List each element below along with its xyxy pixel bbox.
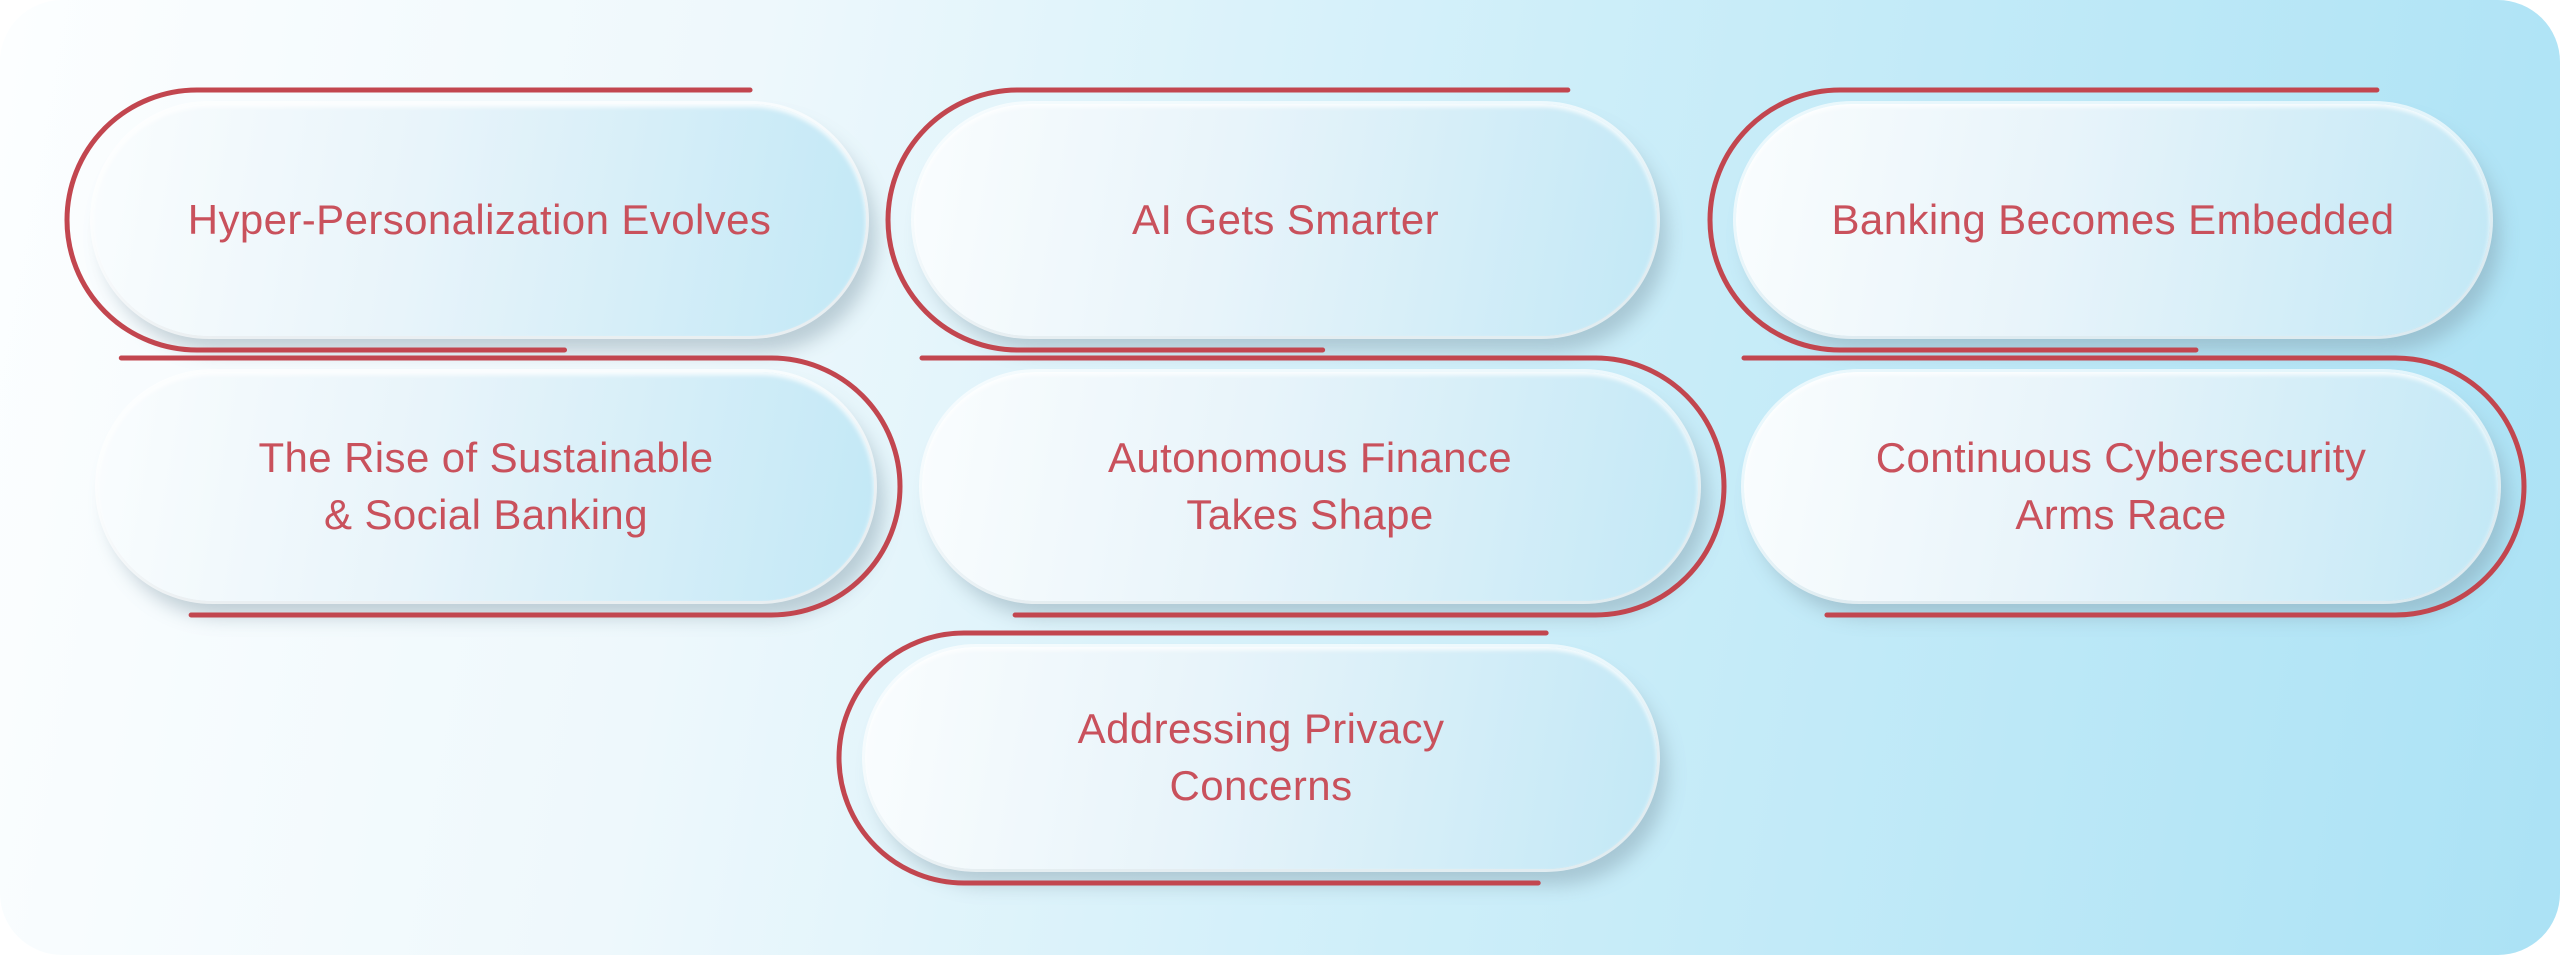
card-sustainable-social-banking: The Rise of Sustainable & Social Banking bbox=[98, 355, 903, 618]
pill-label: The Rise of Sustainable & Social Banking bbox=[258, 433, 714, 538]
pill: Autonomous Finance Takes Shape bbox=[922, 372, 1698, 601]
pill: The Rise of Sustainable & Social Banking bbox=[98, 372, 874, 601]
pill-label: Addressing Privacy Concerns bbox=[1077, 705, 1445, 809]
pill: AI Gets Smarter bbox=[914, 104, 1657, 336]
pill-label: Banking Becomes Embedded bbox=[1831, 195, 2395, 243]
pill: Continuous Cybersecurity Arms Race bbox=[1744, 372, 2498, 601]
pill-label: Autonomous Finance Takes Shape bbox=[1107, 433, 1513, 538]
card-cybersecurity-arms-race: Continuous Cybersecurity Arms Race bbox=[1741, 355, 2527, 618]
pill: Addressing Privacy Concerns bbox=[865, 647, 1657, 869]
pill-label: Hyper-Personalization Evolves bbox=[187, 195, 772, 243]
pill-label: Continuous Cybersecurity Arms Race bbox=[1875, 433, 2367, 538]
card-ai-gets-smarter: AI Gets Smarter bbox=[885, 87, 1657, 353]
pill-label: AI Gets Smarter bbox=[1131, 195, 1440, 243]
pill: Banking Becomes Embedded bbox=[1736, 104, 2490, 336]
card-autonomous-finance: Autonomous Finance Takes Shape bbox=[919, 355, 1727, 618]
pill: Hyper-Personalization Evolves bbox=[93, 104, 866, 336]
card-addressing-privacy-concerns: Addressing Privacy Concerns bbox=[836, 630, 1657, 886]
card-hyper-personalization: Hyper-Personalization Evolves bbox=[64, 87, 866, 353]
card-banking-becomes-embedded: Banking Becomes Embedded bbox=[1707, 87, 2490, 353]
